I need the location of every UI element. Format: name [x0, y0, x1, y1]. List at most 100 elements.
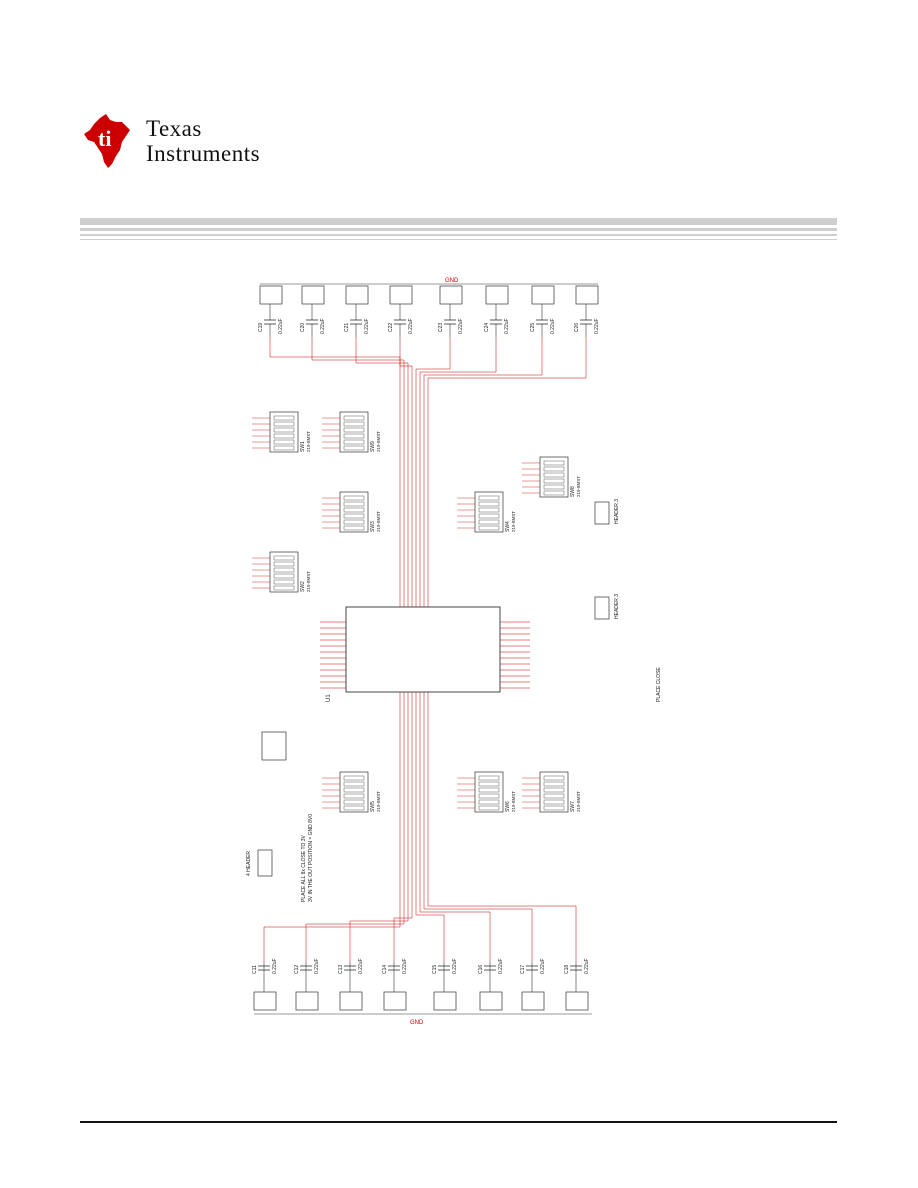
dip-switch-label: SW8 [570, 486, 576, 497]
dip-switch-part: 219-8MST [511, 791, 516, 812]
bottom-cap-value: 0.22uF [358, 958, 364, 974]
top-cap-value: 0.22uF [364, 318, 370, 334]
top-cap-value: 0.22uF [504, 318, 510, 334]
dip-switch-lever [543, 787, 565, 793]
svg-text:ti: ti [98, 126, 111, 151]
dip-switch-part: 219-8MST [306, 571, 311, 592]
ic-u1-label: U1 [326, 694, 332, 702]
dip-switch-lever [273, 555, 295, 561]
ti-wordmark: Texas Instruments [146, 117, 260, 165]
top-cap-label: C24 [484, 323, 490, 332]
top-cap-label: C22 [388, 323, 394, 332]
dip-switch-lever [343, 513, 365, 519]
bottom-regulator-box [383, 991, 407, 1011]
header-j19-body [594, 596, 610, 620]
top-route-wire [415, 337, 451, 607]
dip-switch-lever [478, 799, 500, 805]
bottom-regulator-box [339, 991, 363, 1011]
dip-switch-body [539, 456, 569, 498]
bottom-route-wire [393, 692, 413, 962]
dip-switch-lever [343, 775, 365, 781]
dip-switch-lever [343, 787, 365, 793]
bottom-route-wire [349, 692, 409, 962]
bottom-regulator-box [479, 991, 503, 1011]
top-route-wire [269, 337, 401, 607]
top-regulator-box [485, 285, 509, 305]
top-cap-label: C19 [258, 323, 264, 332]
dip-switch-lever [273, 445, 295, 451]
dip-switch-label: SW3 [370, 521, 376, 532]
dip-switch-lever [273, 427, 295, 433]
dip-switch-part: 219-8MST [576, 476, 581, 497]
dip-switch-lever [273, 567, 295, 573]
dip-switch-label: SW4 [505, 521, 511, 532]
dip-switch-lever [478, 525, 500, 531]
dip-switch-lever [273, 421, 295, 427]
top-regulator-box [259, 285, 283, 305]
top-cap-label: C20 [300, 323, 306, 332]
bottom-cap-label: C13 [338, 965, 344, 974]
top-cap-value: 0.22uF [550, 318, 556, 334]
ti-logo-icon: ti [84, 114, 130, 168]
dip-switch-lever [543, 460, 565, 466]
top-route-wire [423, 337, 543, 607]
dip-switch-lever [543, 472, 565, 478]
dip-switch-lever [478, 787, 500, 793]
dip-switch-lever [343, 445, 365, 451]
dip-switch-lever [343, 799, 365, 805]
wordmark-texas: Texas [146, 116, 202, 141]
top-cap-value: 0.22uF [594, 318, 600, 334]
bottom-route-wire [263, 692, 401, 962]
dip-switch-lever [343, 805, 365, 811]
dip-switch-lever [273, 439, 295, 445]
dip-switch-label: SW5 [370, 801, 376, 812]
dip-switch-lever [543, 478, 565, 484]
dip-switch-lever [478, 495, 500, 501]
dip-switch-lever [343, 421, 365, 427]
bottom-cap-value: 0.22uF [314, 958, 320, 974]
dip-switch-part: 219-8MST [376, 791, 381, 812]
dip-switch-label: SW2 [300, 581, 306, 592]
top-route-wire [399, 337, 413, 607]
dip-switch-lever [343, 781, 365, 787]
bottom-regulator-box [565, 991, 589, 1011]
dip-switch-lever [543, 490, 565, 496]
dip-switch-label: SW9 [370, 441, 376, 452]
top-cap-label: C26 [574, 323, 580, 332]
top-route-wire [419, 337, 497, 607]
bottom-regulator-box [521, 991, 545, 1011]
place-close-label: PLACE CLOSE [656, 667, 662, 702]
top-cap-value: 0.22uF [278, 318, 284, 334]
dip-switch-lever [343, 433, 365, 439]
bottom-cap-value: 0.22uF [452, 958, 458, 974]
header-j1-label: 4 HEADER [246, 851, 252, 876]
dip-switch-lever [273, 579, 295, 585]
dip-switch-lever [343, 507, 365, 513]
footer-rule [80, 1121, 837, 1123]
top-regulator-box [531, 285, 555, 305]
bottom-cap-value: 0.22uF [584, 958, 590, 974]
dip-switch-lever [478, 775, 500, 781]
bottom-cap-label: C12 [294, 965, 300, 974]
wordmark-instruments: Instruments [146, 141, 261, 166]
top-regulator-box [389, 285, 413, 305]
dip-switch-body [339, 771, 369, 813]
top-regulator-box [345, 285, 369, 305]
top-route-wire [355, 337, 409, 607]
header-j21-body [594, 501, 610, 525]
bottom-cap-label: C17 [520, 965, 526, 974]
dip-switch-label: SW6 [505, 801, 511, 812]
dip-switch-lever [343, 495, 365, 501]
dip-switch-lever [343, 427, 365, 433]
dip-switch-lever [343, 519, 365, 525]
dip-switch-lever [478, 793, 500, 799]
bottom-cap-label: C11 [252, 965, 258, 974]
bottom-route-wire [419, 692, 491, 962]
dip-switch-part: 219-8MST [376, 431, 381, 452]
top-regulator-box [439, 285, 463, 305]
dip-switch-part: 219-8MST [511, 511, 516, 532]
dip-switch-body [339, 491, 369, 533]
dip-switch-part: 219-8MST [576, 791, 581, 812]
dip-switch-body [339, 411, 369, 453]
